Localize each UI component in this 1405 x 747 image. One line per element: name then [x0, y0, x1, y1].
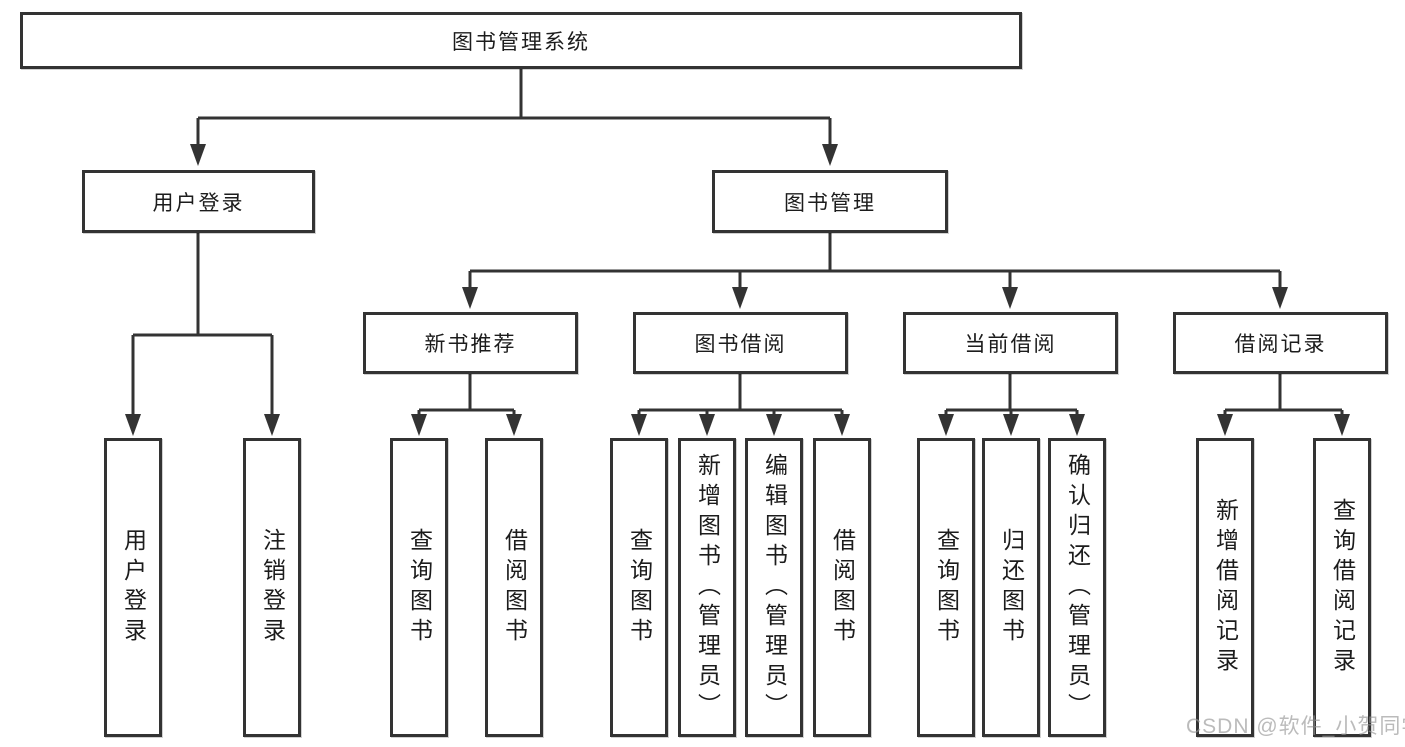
arrowhead: [190, 144, 206, 166]
leaf-label: 查询借阅记录: [1329, 497, 1356, 678]
leaf-label: 查询图书: [406, 527, 433, 648]
connector-level3-to-leaves: [417, 374, 1344, 416]
connector-userlogin-to-leaves: [131, 233, 274, 416]
leaf-user-login: 用户登录: [104, 438, 162, 737]
arrowhead: [1217, 414, 1233, 436]
arrowhead: [1003, 414, 1019, 436]
arrowhead: [411, 414, 427, 436]
arrowhead: [462, 287, 478, 309]
node-borrowing-records: 借阅记录: [1173, 312, 1388, 374]
leaf-query-books-borrowing: 查询图书: [610, 438, 668, 737]
arrowhead: [1334, 414, 1350, 436]
leaf-label: 借阅图书: [501, 527, 528, 648]
arrowhead: [834, 414, 850, 436]
arrowhead: [1002, 287, 1018, 309]
node-current-borrowing: 当前借阅: [903, 312, 1118, 374]
arrowhead: [699, 414, 715, 436]
leaf-label: 新增图书（管理员）: [694, 452, 721, 723]
node-label: 图书借阅: [694, 333, 787, 356]
leaf-edit-book-admin: 编辑图书（管理员）: [745, 438, 803, 737]
node-label: 图书管理系统: [452, 30, 590, 54]
leaf-label: 用户登录: [120, 527, 147, 648]
node-user-login: 用户登录: [82, 170, 315, 233]
arrowhead: [766, 414, 782, 436]
node-library-management-system: 图书管理系统: [20, 12, 1022, 69]
leaf-add-borrow-record: 新增借阅记录: [1196, 438, 1254, 737]
node-label: 图书管理: [784, 191, 876, 215]
leaf-return-books: 归还图书: [982, 438, 1040, 737]
node-label: 当前借阅: [964, 333, 1057, 356]
arrowhead: [732, 287, 748, 309]
node-label: 用户登录: [152, 191, 245, 215]
leaf-add-book-admin: 新增图书（管理员）: [678, 438, 736, 737]
node-new-book-recommendation: 新书推荐: [363, 312, 578, 374]
leaf-query-borrow-record: 查询借阅记录: [1313, 438, 1371, 737]
leaf-query-books-current: 查询图书: [917, 438, 975, 737]
leaf-label: 编辑图书（管理员）: [761, 452, 788, 723]
node-label: 新书推荐: [424, 333, 517, 356]
leaf-label: 借阅图书: [829, 527, 856, 648]
leaf-label: 归还图书: [998, 527, 1025, 648]
connector-bookmgmt-to-level3: [468, 233, 1282, 289]
leaf-label: 新增借阅记录: [1212, 497, 1239, 678]
arrowhead: [822, 144, 838, 166]
node-book-borrowing: 图书借阅: [633, 312, 848, 374]
arrowhead: [1069, 414, 1085, 436]
leaf-query-books-recommend: 查询图书: [390, 438, 448, 737]
leaf-label: 查询图书: [626, 527, 653, 648]
arrowheads: [125, 144, 1350, 436]
leaf-confirm-return-admin: 确认归还（管理员）: [1048, 438, 1106, 737]
arrowhead: [1272, 287, 1288, 309]
arrowhead: [264, 414, 280, 436]
node-label: 借阅记录: [1234, 333, 1327, 356]
node-book-management: 图书管理: [712, 170, 948, 233]
connector-root-to-level2: [196, 69, 832, 146]
arrowhead: [938, 414, 954, 436]
leaf-logout: 注销登录: [243, 438, 301, 737]
arrowhead: [631, 414, 647, 436]
leaf-label: 查询图书: [933, 527, 960, 648]
leaf-borrow-books-recommend: 借阅图书: [485, 438, 543, 737]
arrowhead: [506, 414, 522, 436]
leaf-borrow-books-borrowing: 借阅图书: [813, 438, 871, 737]
leaf-label: 确认归还（管理员）: [1064, 452, 1091, 723]
arrowhead: [125, 414, 141, 436]
leaf-label: 注销登录: [259, 527, 286, 648]
